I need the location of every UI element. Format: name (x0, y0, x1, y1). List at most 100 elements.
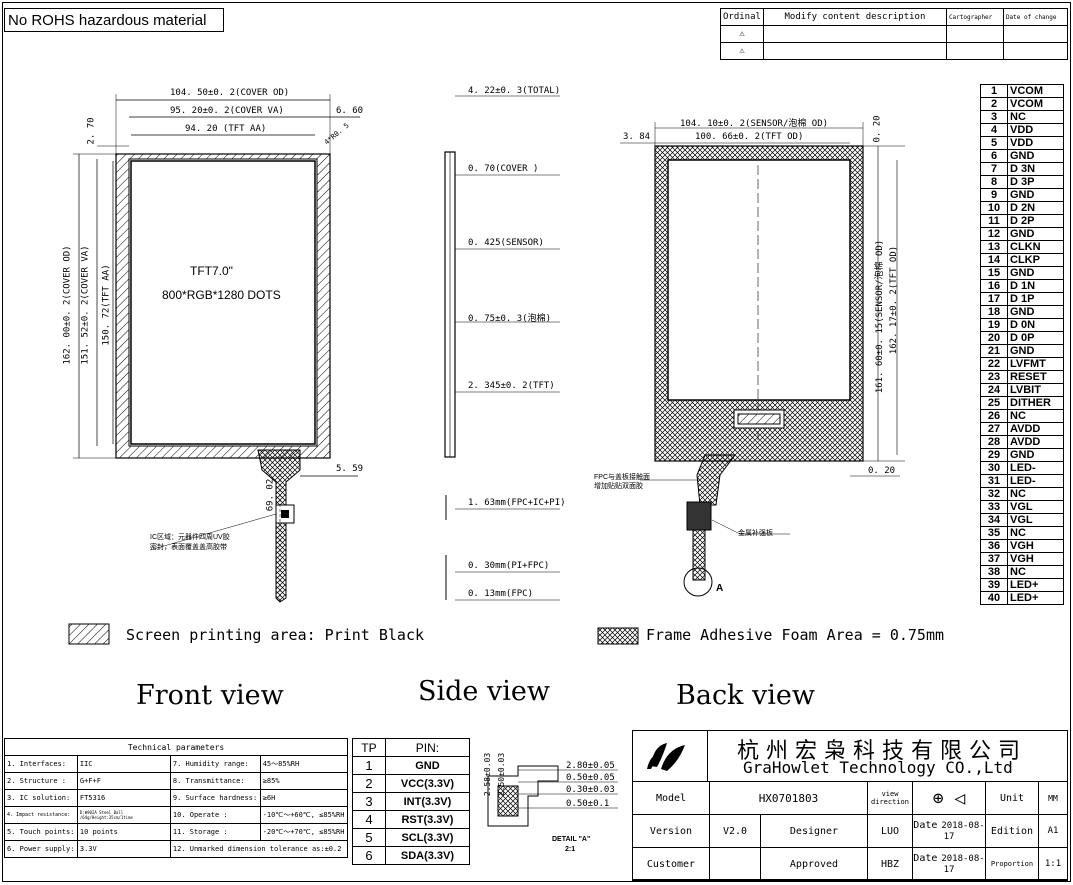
lcd-pin-number: 24 (980, 383, 1008, 397)
tech-cell: 45～85%RH (259, 755, 349, 773)
tech-cell: 9. Surface hardness: (169, 789, 261, 807)
side-view (444, 95, 560, 601)
lcd-pin-number: 16 (980, 279, 1008, 293)
date-value: 2018-08-17 (941, 821, 985, 842)
detail-dim-4: 0.50±0.1 (566, 799, 610, 809)
lcd-pin-number: 17 (980, 292, 1008, 306)
lcd-pin-number: 38 (980, 565, 1008, 579)
tech-cell: 6. Power supply: (4, 840, 78, 858)
lcd-pin-number: 9 (980, 188, 1008, 202)
lcd-pin-number: 36 (980, 539, 1008, 553)
proportion-label: Proportion (985, 847, 1039, 881)
tech-cell: D:Φ90IA Steel Ball /64g/Height:35cm/1tim… (76, 806, 171, 824)
lcd-pin-signal: VGH (1007, 539, 1064, 553)
tp-signal: RST(3.3V) (384, 810, 471, 829)
front-aa-area (130, 160, 316, 445)
lcd-pin-number: 28 (980, 435, 1008, 449)
tech-cell: 8. Transmittance: (169, 772, 261, 790)
front-dim-660: 6. 60 (336, 106, 364, 116)
detail-label: DETAIL "A" (552, 836, 591, 843)
back-dim-384: 3. 84 (623, 132, 651, 142)
tp-signal: GND (384, 756, 471, 775)
customer-value (709, 847, 761, 881)
front-label-size: TFT7.0" (190, 264, 233, 278)
side-dim-tft: 2. 345±0. 2(TFT) (468, 381, 555, 391)
lcd-pin-number: 40 (980, 591, 1008, 605)
tech-cell: G+F+F (76, 772, 171, 790)
tp-num: 5 (352, 828, 386, 847)
rohs-notice: No ROHS hazardous material (4, 8, 224, 32)
lcd-pin-signal: VGL (1007, 513, 1064, 527)
lcd-pin-number: 27 (980, 422, 1008, 436)
lcd-pin-number: 4 (980, 123, 1008, 137)
date-pair: Date 2018-08-17 (912, 814, 986, 848)
logo-box (633, 731, 708, 781)
lcd-pin-number: 31 (980, 474, 1008, 488)
front-ic-note-1: IC区域：元器件四周UV胶 (150, 534, 230, 541)
revision-2-icon: ⚠ (739, 46, 745, 56)
tech-cell: ≥6H (259, 789, 349, 807)
proportion-value: 1:1 (1038, 847, 1068, 881)
tech-cell: 4. Impact resistance: (4, 806, 78, 824)
unit-value: MM (1038, 781, 1068, 815)
front-dim-559: 5. 59 (336, 464, 364, 474)
tech-header: Technical parameters (4, 738, 348, 756)
lcd-pin-signal: VDD (1007, 136, 1064, 150)
lcd-pin-number: 34 (980, 513, 1008, 527)
lcd-pin-signal: NC (1007, 526, 1064, 540)
back-metal-note: 金属补强板 (738, 530, 773, 537)
detail-dim-3: 0.30±0.03 (566, 785, 615, 795)
lcd-pin-number: 32 (980, 487, 1008, 501)
version-label: Version (632, 814, 710, 848)
back-fpc-note-1: FPC与盖板接触面 (594, 474, 650, 481)
detail-dim-5: 2.50±0.03 (497, 752, 507, 797)
lcd-pin-signal: GND (1007, 227, 1064, 241)
lcd-pin-number: 6 (980, 149, 1008, 163)
tech-cell: FT5316 (76, 789, 171, 807)
side-dim-sensor: 0. 425(SENSOR) (468, 238, 544, 248)
approved-label: Approved (760, 847, 868, 881)
tech-cell: IIC (76, 755, 171, 773)
front-dim-6902: 69. 02 (265, 478, 276, 512)
company-logo (647, 743, 685, 771)
hatch-legend-swatch (68, 623, 110, 645)
front-dim-height-od: 162. 00±0. 2(COVER OD) (62, 245, 73, 365)
lcd-pin-number: 12 (980, 227, 1008, 241)
back-dim-020-top: 0. 20 (872, 115, 883, 143)
foam-legend: Frame Adhesive Foam Area = 0.75mm (646, 626, 945, 644)
lcd-pin-number: 33 (980, 500, 1008, 514)
lcd-pin-signal: NC (1007, 565, 1064, 579)
detail-a-circle (683, 567, 713, 597)
title-block: 杭 州 宏 枭 科 技 有 限 公 司 GraHowlet Technology… (632, 730, 1068, 881)
edition-value: A1 (1038, 814, 1068, 848)
tp-signal: SDA(3.3V) (384, 846, 471, 865)
lcd-pin-number: 18 (980, 305, 1008, 319)
lcd-pin-signal: VGL (1007, 500, 1064, 514)
lcd-pin-signal: D 0P (1007, 331, 1064, 345)
model-label: Model (632, 781, 710, 815)
front-dim-270: 2. 70 (86, 117, 97, 145)
back-fpc-tail (692, 529, 706, 581)
lcd-pin-signal: GND (1007, 188, 1064, 202)
lcd-pin-signal: GND (1007, 448, 1064, 462)
lcd-pin-signal: GND (1007, 149, 1064, 163)
lcd-pin-signal: GND (1007, 266, 1064, 280)
tech-cell: 11. Storage : (169, 823, 261, 841)
lcd-pin-signal: CLKP (1007, 253, 1064, 267)
rev-row-2-date (1002, 42, 1069, 60)
lcd-pin-signal: GND (1007, 344, 1064, 358)
